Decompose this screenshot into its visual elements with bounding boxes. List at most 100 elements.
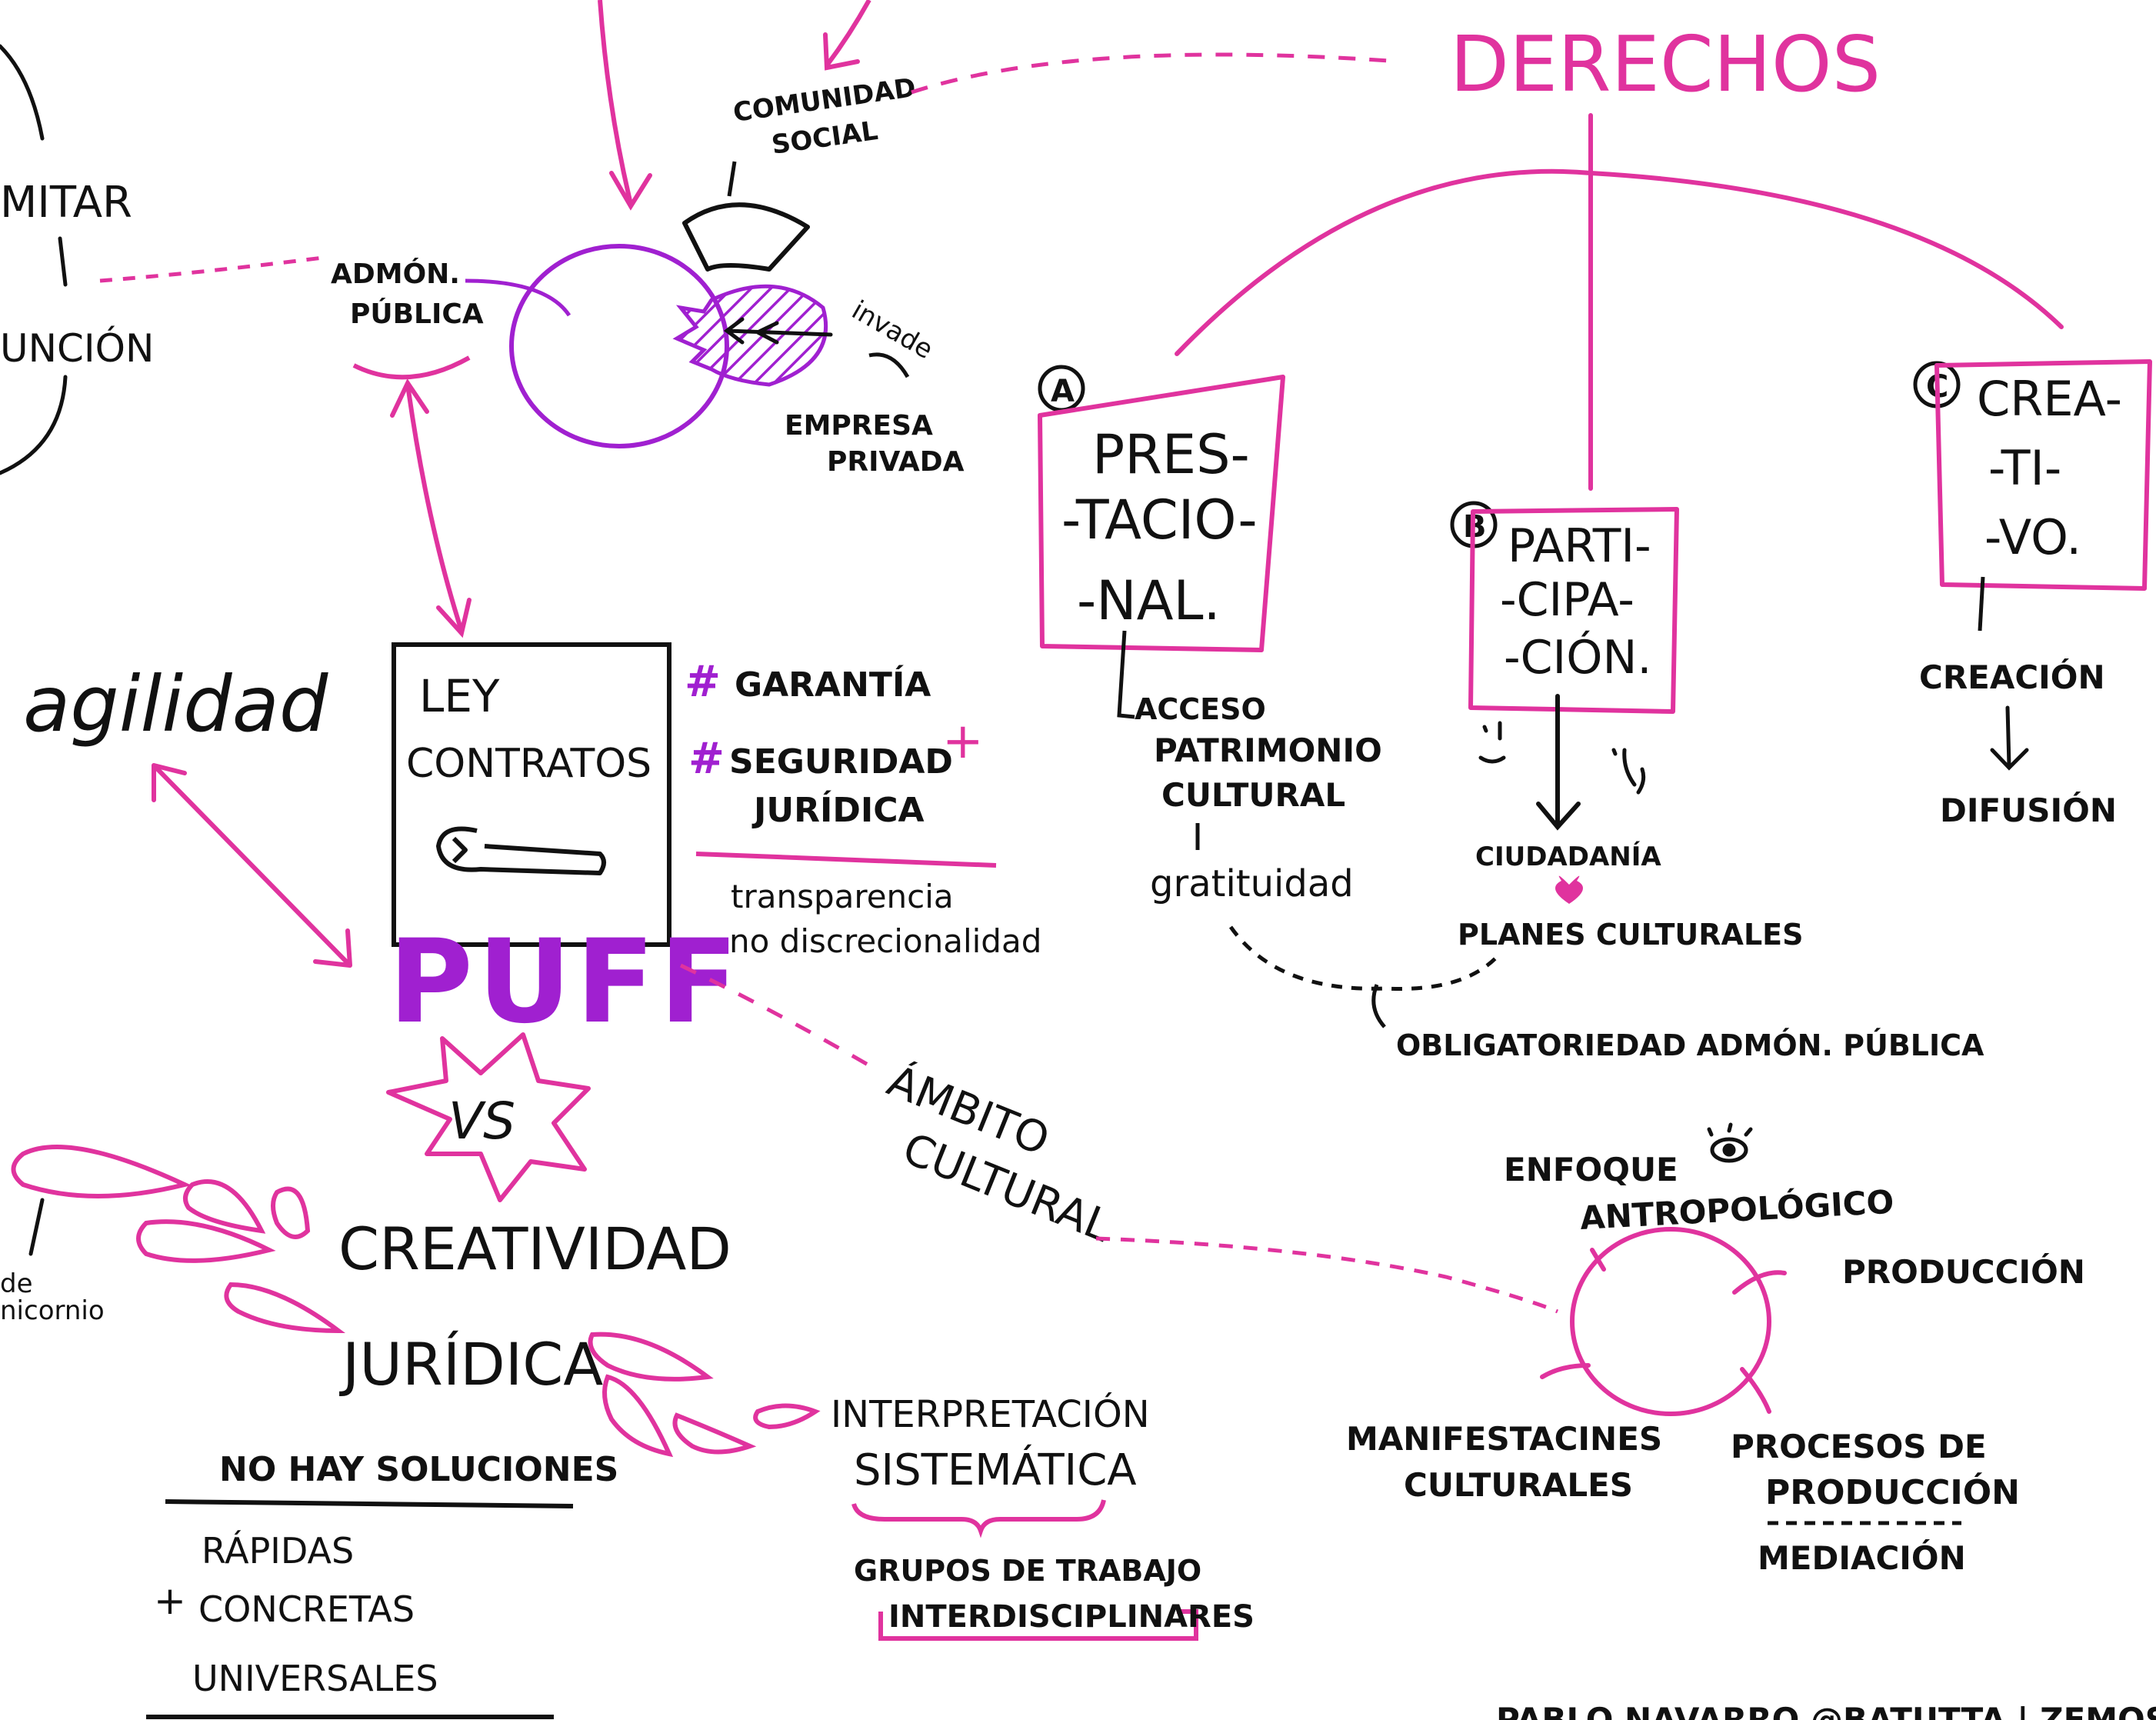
no-discrecionalidad-label: no discrecionalidad [729,922,1041,960]
no-hay-underline [165,1499,574,1508]
unicornio-label-1: de [0,1268,33,1299]
juridica-label: JURÍDICA [339,1330,603,1398]
produccion-label: PRODUCCIÓN [1842,1252,2085,1291]
agilidad-label: agilidad [23,659,328,749]
obligatoriedad-pointer [1371,984,1386,1028]
concretas-label: CONCRETAS [198,1588,415,1630]
admon-ley-double-arrow [405,384,464,632]
procesos-label-2: PRODUCCIÓN [1765,1472,2020,1512]
seguridad-hash: # [688,734,725,784]
comunidad-label-2: SOCIAL [770,115,880,161]
top-arrow-right [825,0,871,67]
eye-icon [1707,1122,1753,1163]
mediacion-label: MEDIACIÓN [1758,1538,1966,1577]
gratuidad-label: gratituidad [1150,862,1354,905]
rapidas-label: RÁPIDAS [202,1530,354,1572]
prestacional-l3: -NAL. [1077,569,1221,632]
admon-ley-arrowhead-top [390,378,429,418]
splash-drop [602,1374,674,1458]
limitar-label: MITAR [0,178,132,228]
manifestaciones-label-1: MANIFESTACINES [1346,1420,1662,1458]
heart-icon [1555,875,1583,904]
invade-arrows [723,317,833,345]
garantia-hash: # [685,657,721,707]
agilidad-arrowhead-bottom [313,928,352,968]
empresa-label-1: EMPRESA [785,410,933,442]
soluciones-plus: + [154,1578,186,1623]
splash-drop [672,1412,757,1455]
splash-drop [588,1332,714,1382]
admon-connector [465,278,571,317]
garantia-divider [695,852,997,868]
ley-contratos-box [392,642,671,947]
plus-mark: + [942,713,984,770]
comunidad-label-1: COMUNIDAD [731,72,918,128]
planes-culturales-label: PLANES CULTURALES [1458,918,1804,952]
interpretacion-label: INTERPRETACIÓN [831,1392,1150,1436]
enfoque-label: ENFOQUE [1504,1151,1678,1188]
a-letter: A [1051,374,1075,409]
vs-label: VS [448,1092,515,1151]
comunidad-derechos-dashed-link [911,52,1401,95]
splash-drop [753,1403,821,1430]
splash-drop [183,1179,266,1234]
ambito-circle [1570,1227,1771,1416]
admon-label-1: ADMÓN. [331,258,460,290]
top-arrowhead-right [823,32,860,71]
ambito-spokes [1540,1248,1787,1414]
ambito-circle-dashed-link [1095,1236,1558,1314]
left-top-curve [0,44,45,141]
creativo-l3: -VO. [1984,509,2081,565]
no-hay-soluciones-label: NO HAY SOLUCIONES [219,1450,618,1489]
empresa-label-2: PRIVADA [827,446,965,478]
prestacional-l1: PRES- [1092,423,1250,486]
puff-ambito-dashed-link [679,963,871,1068]
participacion-arrow [1536,694,1581,831]
creativo-box [1934,359,2152,591]
antropologico-label: ANTROPOLÓGICO [1579,1182,1894,1237]
ciudadania-label: CIUDADANÍA [1475,841,1661,872]
universales-label: UNIVERSALES [192,1658,438,1699]
obligatoriedad-label: OBLIGATORIEDAD ADMÓN. PÚBLICA [1396,1028,1984,1062]
cultural-label: CULTURAL [1161,776,1345,814]
splash-drops-right [588,1332,821,1458]
empresa-invasion-hatched-area [672,284,828,387]
manifestaciones-label-2: CULTURALES [1404,1466,1633,1504]
difusion-label: DIFUSIÓN [1940,791,2117,829]
ley-label: LEY [419,670,500,722]
wrench-icon [436,826,606,875]
credit-label: PABLO NAVARRO @BATUTTA | ZEMOS98 [1496,1701,2156,1720]
derechos-branch-arc [1175,168,2064,356]
creativo-l1: CREA- [1977,371,2122,427]
admon-label-2: PÚBLICA [350,298,484,330]
funcion-label: UNCIÓN [0,325,154,371]
prestacional-l2: -TACIO- [1061,488,1258,552]
top-arrowhead-left [609,171,652,211]
seguridad-label-2: JURÍDICA [751,789,925,830]
grupos-trabajo-label: GRUPOS DE TRABAJO [854,1554,1201,1588]
agilidad-puff-arrow [152,763,352,968]
participacion-l3: -CIÓN. [1504,630,1651,685]
splash-drops-left [11,1145,346,1334]
limitar-admon-dashed-link [99,255,324,283]
unicornio-pointer [28,1198,45,1256]
puff-label: PUFF [388,915,743,1049]
creatividad-label: CREATIVIDAD [338,1215,731,1283]
participacion-l1: PARTI- [1508,519,1651,573]
contratos-label: CONTRATOS [406,741,651,787]
admon-smile-bracket [352,355,471,380]
agilidad-arrowhead-top [152,763,187,802]
creativo-tick [1978,576,1985,632]
patrimonio-label: PATRIMONIO [1154,732,1382,769]
left-edge-group [0,44,68,1256]
vs-starburst [386,1032,591,1202]
interdisciplinares-bracket [878,1609,1198,1641]
seguridad-label-1: SEGURIDAD [729,742,953,782]
left-bottom-curve [0,375,68,475]
sistematica-label: SISTEMÁTICA [854,1445,1137,1495]
participacion-l2: -CIPA- [1500,573,1634,627]
garantia-label: GARANTÍA [735,664,931,705]
acceso-label: ACCESO [1135,692,1266,726]
invade-pointer [868,352,910,378]
